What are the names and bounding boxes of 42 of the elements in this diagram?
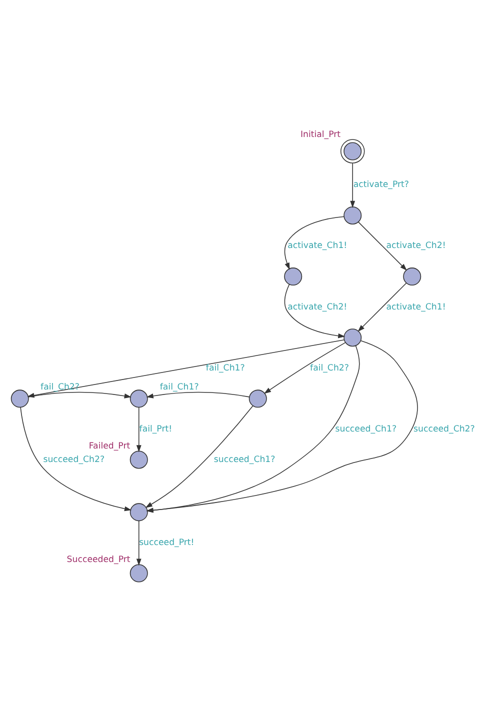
edge-label: succeed_Ch2? <box>43 454 105 464</box>
arrow <box>264 342 346 394</box>
node-circle <box>130 389 148 408</box>
edge-label: activate_Ch1! <box>386 302 446 312</box>
edge-label: activate_Ch2! <box>386 240 446 251</box>
edge-label: fail_Ch1? <box>160 382 199 392</box>
edge-label: fail_Prt! <box>139 424 172 434</box>
arrow <box>284 216 344 270</box>
node-circle <box>403 267 422 286</box>
node-circle <box>340 138 365 163</box>
node-circle <box>130 502 148 521</box>
node-circle <box>284 267 302 286</box>
node-label: Initial_Prt <box>300 130 341 140</box>
arrow <box>145 404 254 508</box>
arrow <box>358 282 407 332</box>
arrow <box>284 283 346 338</box>
arrow <box>146 340 418 512</box>
edge-label: activate_Ch1! <box>288 240 348 251</box>
edge-label: activate_Prt? <box>353 180 410 190</box>
edge-label: fail_Ch1? <box>206 362 245 373</box>
node-circle <box>344 206 362 224</box>
arrow <box>146 391 250 398</box>
node-label: Succeeded_Prt <box>66 554 130 565</box>
edge-label: succeed_Ch1? <box>335 424 397 434</box>
arrow <box>146 344 360 512</box>
edge-label: succeed_Ch2? <box>414 424 475 434</box>
edge-label: fail_Ch2? <box>40 382 80 392</box>
arrow <box>358 221 407 270</box>
edge-label: succeed_Ch1? <box>214 454 276 464</box>
arrow <box>136 520 142 566</box>
edge-label: succeed_Prt! <box>139 537 194 548</box>
arrow <box>350 162 356 208</box>
node-circle <box>130 564 148 582</box>
node-circle <box>248 389 267 408</box>
node-circle <box>344 328 362 346</box>
node-label: Failed_Prt <box>88 441 130 452</box>
arrow <box>136 406 142 452</box>
node-circle <box>10 389 29 408</box>
arrow <box>20 406 132 511</box>
node-circle <box>130 450 148 468</box>
edge-label: fail_Ch2? <box>310 362 349 373</box>
edge-label: activate_Ch2! <box>288 302 348 312</box>
